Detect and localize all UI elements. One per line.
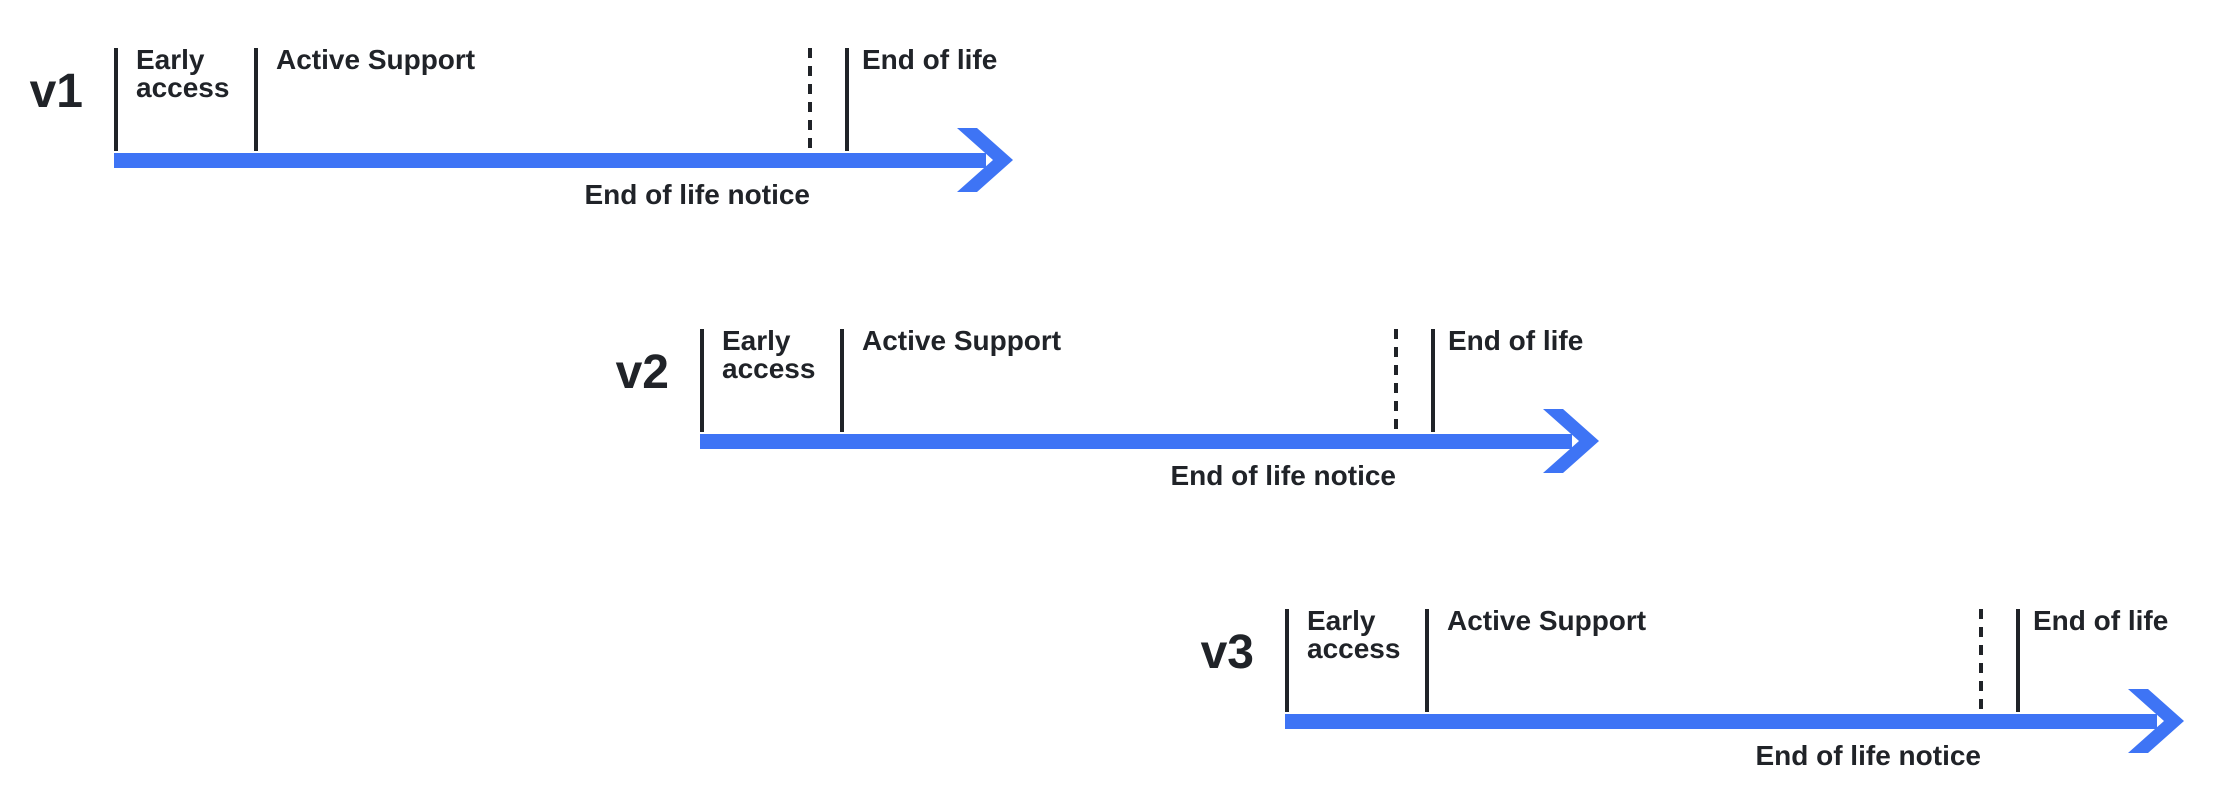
early-access-line1: Early [722,325,791,356]
early-access-start-tick [114,48,118,151]
end-of-life-label: End of life [1448,325,1584,356]
eol-notice-dashed-line [1979,609,1983,712]
version-label: v1 [29,65,83,118]
active-support-start-tick [840,329,844,432]
end-of-life-tick [845,48,849,151]
active-support-label: Active Support [862,325,1062,356]
early-access-label: Early access [722,327,815,383]
timeline-v1: v1 Early access Active Support End of li… [30,44,1094,223]
timeline-v3: v3 Early access Active Support End of li… [1201,605,2228,784]
eol-notice-dashed-line [1394,329,1398,432]
end-of-life-label: End of life [862,44,998,75]
version-label: v2 [615,346,669,399]
eol-notice-dashed-line [808,48,812,151]
end-of-life-notice-label: End of life notice [1170,460,1396,491]
version-label: v3 [1200,626,1254,679]
arrow-head-icon [957,128,1013,192]
early-access-start-tick [1285,609,1289,712]
early-access-line2: access [1307,633,1401,664]
end-of-life-label: End of life [2033,605,2169,636]
timeline-arrow-bar [700,434,1572,449]
active-support-label: Active Support [276,44,476,75]
end-of-life-tick [1431,329,1435,432]
end-of-life-notice-label: End of life notice [584,179,810,210]
early-access-line1: Early [1307,605,1376,636]
timeline-arrow-bar [114,153,986,168]
early-access-label: Early access [1307,607,1400,663]
active-support-start-tick [254,48,258,151]
timeline-arrow-bar [1285,714,2157,729]
early-access-start-tick [700,329,704,432]
end-of-life-tick [2016,609,2020,712]
active-support-label: Active Support [1447,605,1647,636]
arrow-head-icon [1543,409,1599,473]
end-of-life-notice-label: End of life notice [1755,740,1981,771]
arrow-head-icon [2128,689,2184,753]
early-access-line1: Early [136,44,205,75]
early-access-line2: access [136,72,230,103]
timeline-v2: v2 Early access Active Support End of li… [616,325,1680,504]
early-access-line2: access [722,353,816,384]
early-access-label: Early access [136,46,229,102]
active-support-start-tick [1425,609,1429,712]
